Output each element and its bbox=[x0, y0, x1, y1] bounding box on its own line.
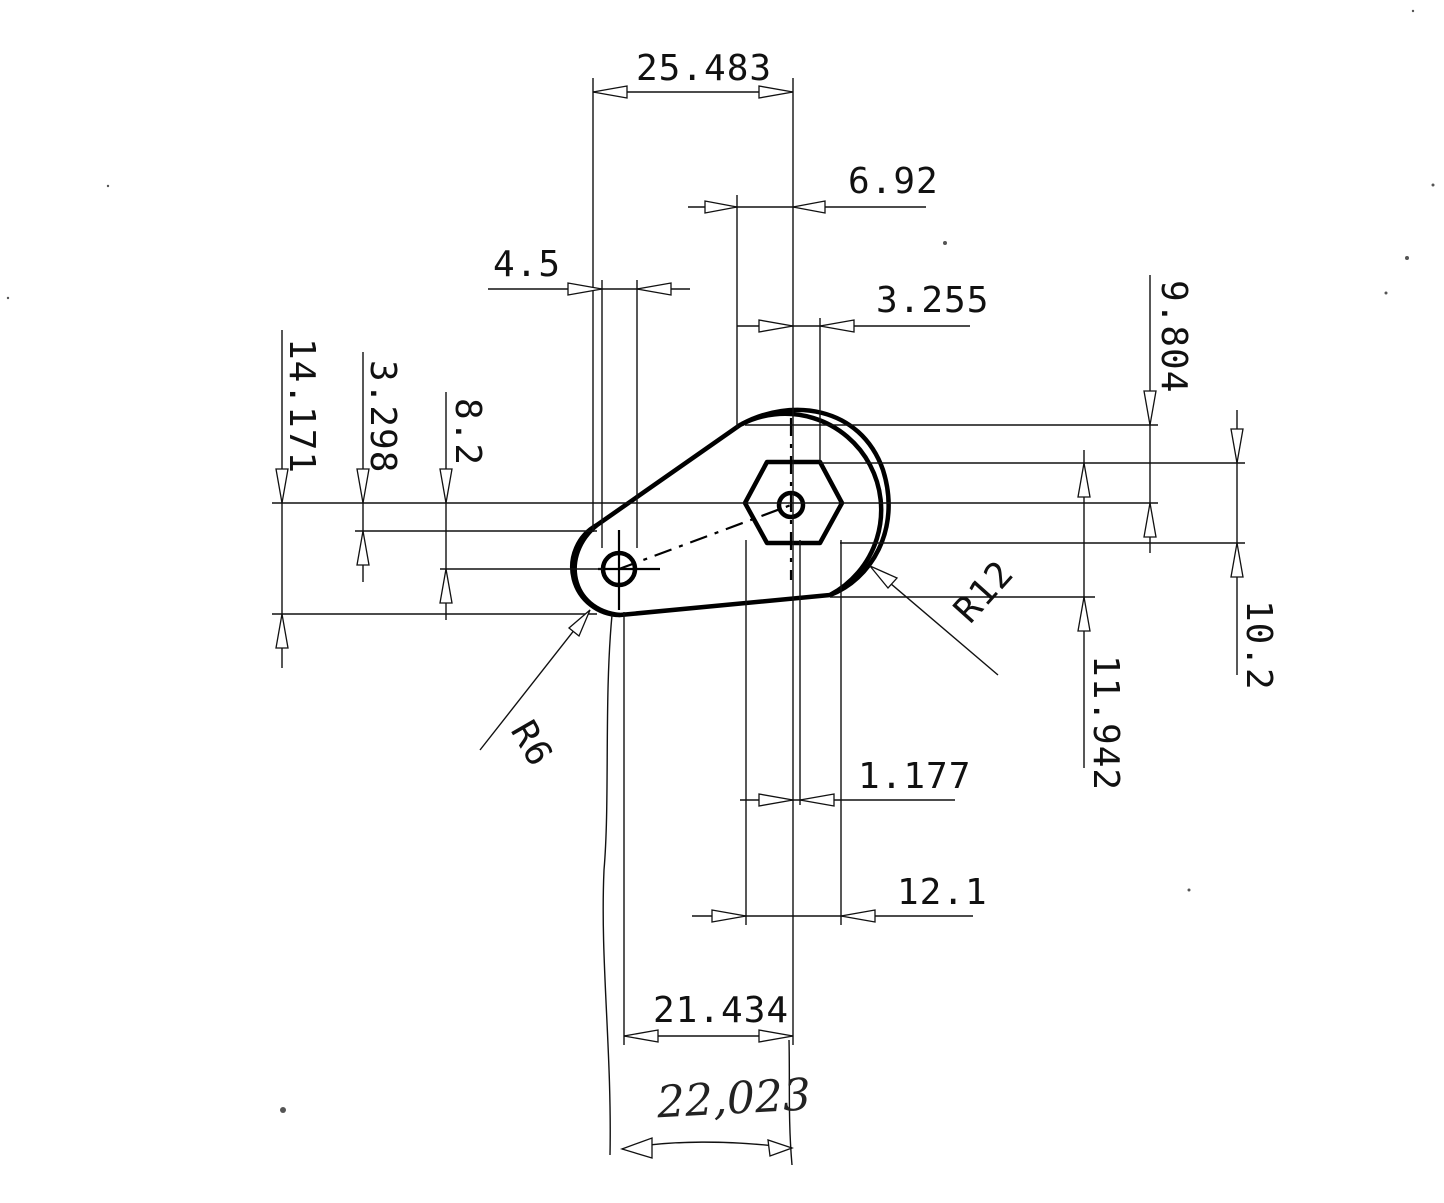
handwritten-total: 22,023 bbox=[655, 1069, 812, 1128]
dim-4-5: 4.5 bbox=[493, 244, 561, 285]
large-boss-arc bbox=[740, 407, 891, 598]
center-hole bbox=[776, 490, 806, 520]
arrowheads bbox=[275, 85, 1244, 1159]
dim-6-92: 6.92 bbox=[848, 161, 939, 202]
dim-3-298: 3.298 bbox=[362, 360, 403, 473]
dimension-labels: 25.483 6.92 4.5 3.255 14.171 3.298 8.2 9… bbox=[281, 48, 1279, 1128]
dim-11-942: 11.942 bbox=[1085, 655, 1126, 791]
dim-3-255: 3.255 bbox=[876, 280, 989, 321]
dim-9-804: 9.804 bbox=[1153, 280, 1194, 393]
center-lines bbox=[598, 418, 793, 610]
dim-1-177: 1.177 bbox=[858, 756, 971, 797]
dim-12-1: 12.1 bbox=[897, 872, 988, 913]
lever-contour bbox=[569, 411, 884, 618]
dim-10-2: 10.2 bbox=[1238, 600, 1279, 691]
dim-radius-large: R12 bbox=[946, 553, 1022, 631]
dim-8-2: 8.2 bbox=[447, 398, 488, 466]
dim-radius-small: R6 bbox=[502, 714, 560, 774]
scan-noise bbox=[6, 9, 1435, 1113]
dim-14-171: 14.171 bbox=[281, 338, 322, 474]
link-centerline bbox=[618, 503, 792, 571]
dim-top-width: 25.483 bbox=[636, 48, 772, 89]
dim-21-434: 21.434 bbox=[653, 990, 789, 1031]
small-boss-arc bbox=[572, 523, 621, 618]
